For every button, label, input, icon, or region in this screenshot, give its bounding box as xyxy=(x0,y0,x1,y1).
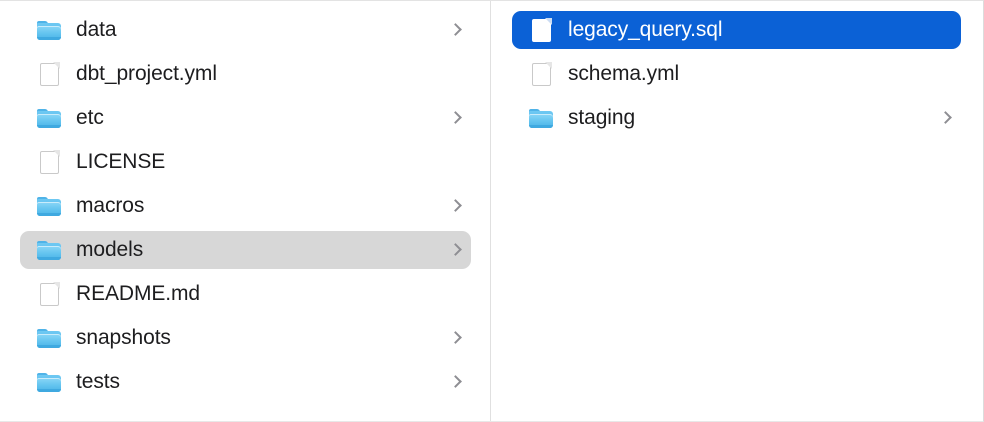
folder-icon xyxy=(36,370,62,394)
file-row-schema-yml[interactable]: schema.yml xyxy=(512,55,961,93)
document-icon xyxy=(36,62,62,86)
column-models[interactable]: legacy_query.sql schema.yml staging xyxy=(491,1,983,421)
file-name-label: LICENSE xyxy=(76,150,166,173)
file-row-legacy-query-sql[interactable]: legacy_query.sql xyxy=(512,11,961,49)
file-name-label: dbt_project.yml xyxy=(76,62,217,85)
file-name-label: tests xyxy=(76,370,120,393)
chevron-right-icon[interactable] xyxy=(449,241,463,259)
folder-icon xyxy=(528,106,554,130)
chevron-right-icon[interactable] xyxy=(449,109,463,127)
chevron-spacer xyxy=(449,65,463,83)
file-row-etc[interactable]: etc xyxy=(20,99,471,137)
file-row-staging[interactable]: staging xyxy=(512,99,961,137)
file-name-label: legacy_query.sql xyxy=(568,18,723,41)
file-row-license[interactable]: LICENSE xyxy=(20,143,471,181)
file-row-models[interactable]: models xyxy=(20,231,471,269)
file-row-snapshots[interactable]: snapshots xyxy=(20,319,471,357)
chevron-spacer xyxy=(939,21,953,39)
chevron-spacer xyxy=(449,285,463,303)
document-icon xyxy=(528,18,554,42)
file-row-dbt-project-yml[interactable]: dbt_project.yml xyxy=(20,55,471,93)
chevron-spacer xyxy=(449,153,463,171)
chevron-right-icon[interactable] xyxy=(449,329,463,347)
file-name-label: models xyxy=(76,238,144,261)
file-row-macros[interactable]: macros xyxy=(20,187,471,225)
column-divider[interactable] xyxy=(490,1,491,421)
file-row-tests[interactable]: tests xyxy=(20,363,471,401)
file-name-label: staging xyxy=(568,106,636,129)
chevron-right-icon[interactable] xyxy=(939,109,953,127)
file-name-label: macros xyxy=(76,194,145,217)
folder-icon xyxy=(36,18,62,42)
file-name-label: README.md xyxy=(76,282,200,305)
file-name-label: etc xyxy=(76,106,104,129)
document-icon xyxy=(36,150,62,174)
document-icon xyxy=(36,282,62,306)
file-name-label: snapshots xyxy=(76,326,171,349)
folder-icon xyxy=(36,326,62,350)
file-row-data[interactable]: data xyxy=(20,11,471,49)
file-name-label: schema.yml xyxy=(568,62,680,85)
document-icon xyxy=(528,62,554,86)
file-row-readme-md[interactable]: README.md xyxy=(20,275,471,313)
chevron-right-icon[interactable] xyxy=(449,21,463,39)
file-name-label: data xyxy=(76,18,117,41)
folder-icon xyxy=(36,238,62,262)
folder-icon xyxy=(36,194,62,218)
chevron-right-icon[interactable] xyxy=(449,197,463,215)
folder-icon xyxy=(36,106,62,130)
chevron-spacer xyxy=(939,65,953,83)
chevron-right-icon[interactable] xyxy=(449,373,463,391)
